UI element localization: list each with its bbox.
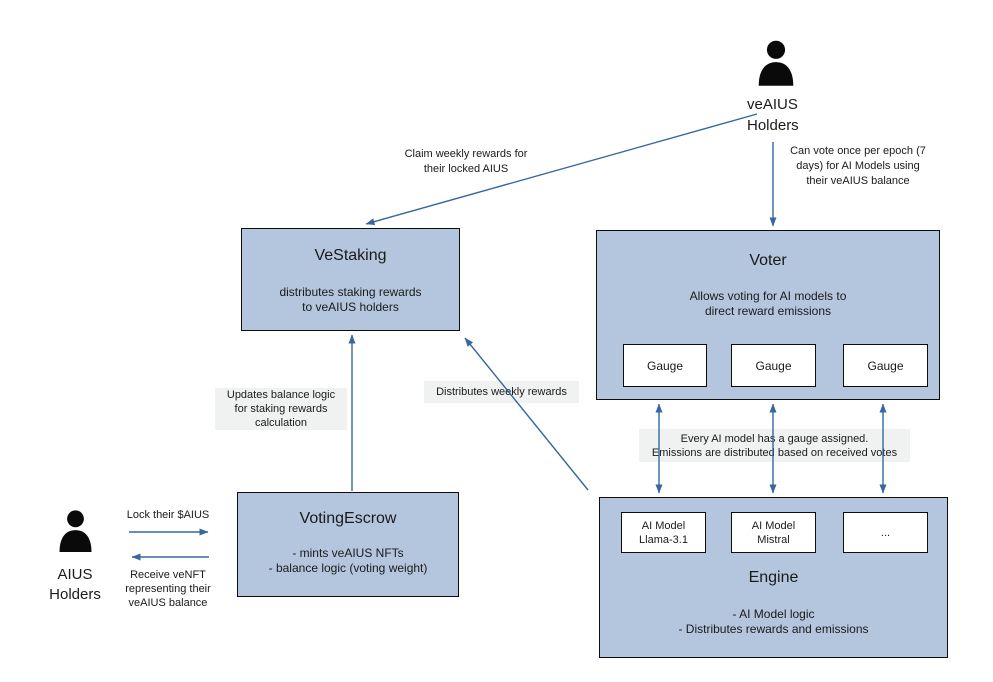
gauge-note: Every AI model has a gauge assigned. Emi… (639, 429, 910, 462)
claim-rewards-caption: Claim weekly rewards for their locked AI… (404, 148, 528, 175)
voter-title: Voter (749, 252, 787, 269)
vestaking-body: distributes staking rewards to veAIUS ho… (279, 285, 422, 314)
ai-model-box: ... (843, 512, 928, 553)
engine-to-vestaking-arrow (464, 337, 589, 491)
vestaking-title: VeStaking (314, 247, 387, 264)
updates-balance-note: Updates balance logic for staking reward… (215, 388, 347, 430)
voter-body: Allows voting for AI models to direct re… (689, 289, 847, 318)
receive-venft-caption: Receive veNFT representing their veAIUS … (125, 569, 211, 609)
distributes-weekly-note: Distributes weekly rewards (424, 381, 579, 403)
veaius-holders-label: veAIUS Holders (747, 96, 799, 134)
engine-body: - AI Model logic - Distributes rewards a… (678, 607, 869, 636)
person-icon (59, 510, 92, 553)
engine-node: AI Model Llama-3.1 AI Model Mistral ... … (599, 497, 948, 658)
ai-model-box: AI Model Llama-3.1 (621, 512, 706, 553)
votingescrow-title: VotingEscrow (299, 510, 397, 527)
gauge-box: Gauge (623, 344, 707, 387)
ai-model-box: AI Model Mistral (731, 512, 816, 553)
vestaking-node: VeStaking distributes staking rewards to… (241, 228, 460, 331)
votingescrow-body: - mints veAIUS NFTs - balance logic (vot… (268, 546, 428, 575)
votingescrow-node: VotingEscrow - mints veAIUS NFTs - balan… (237, 492, 459, 597)
gauge-box: Gauge (731, 344, 816, 387)
voter-node: Voter Allows voting for AI models to dir… (596, 230, 940, 400)
person-icon (758, 40, 794, 86)
vote-rule-caption: Can vote once per epoch (7 days) for AI … (790, 145, 926, 187)
aius-holders-label: AIUS Holders (49, 566, 101, 603)
gauge-box: Gauge (843, 344, 928, 387)
lock-aius-caption: Lock their $AIUS (126, 509, 210, 521)
engine-title: Engine (748, 569, 799, 586)
